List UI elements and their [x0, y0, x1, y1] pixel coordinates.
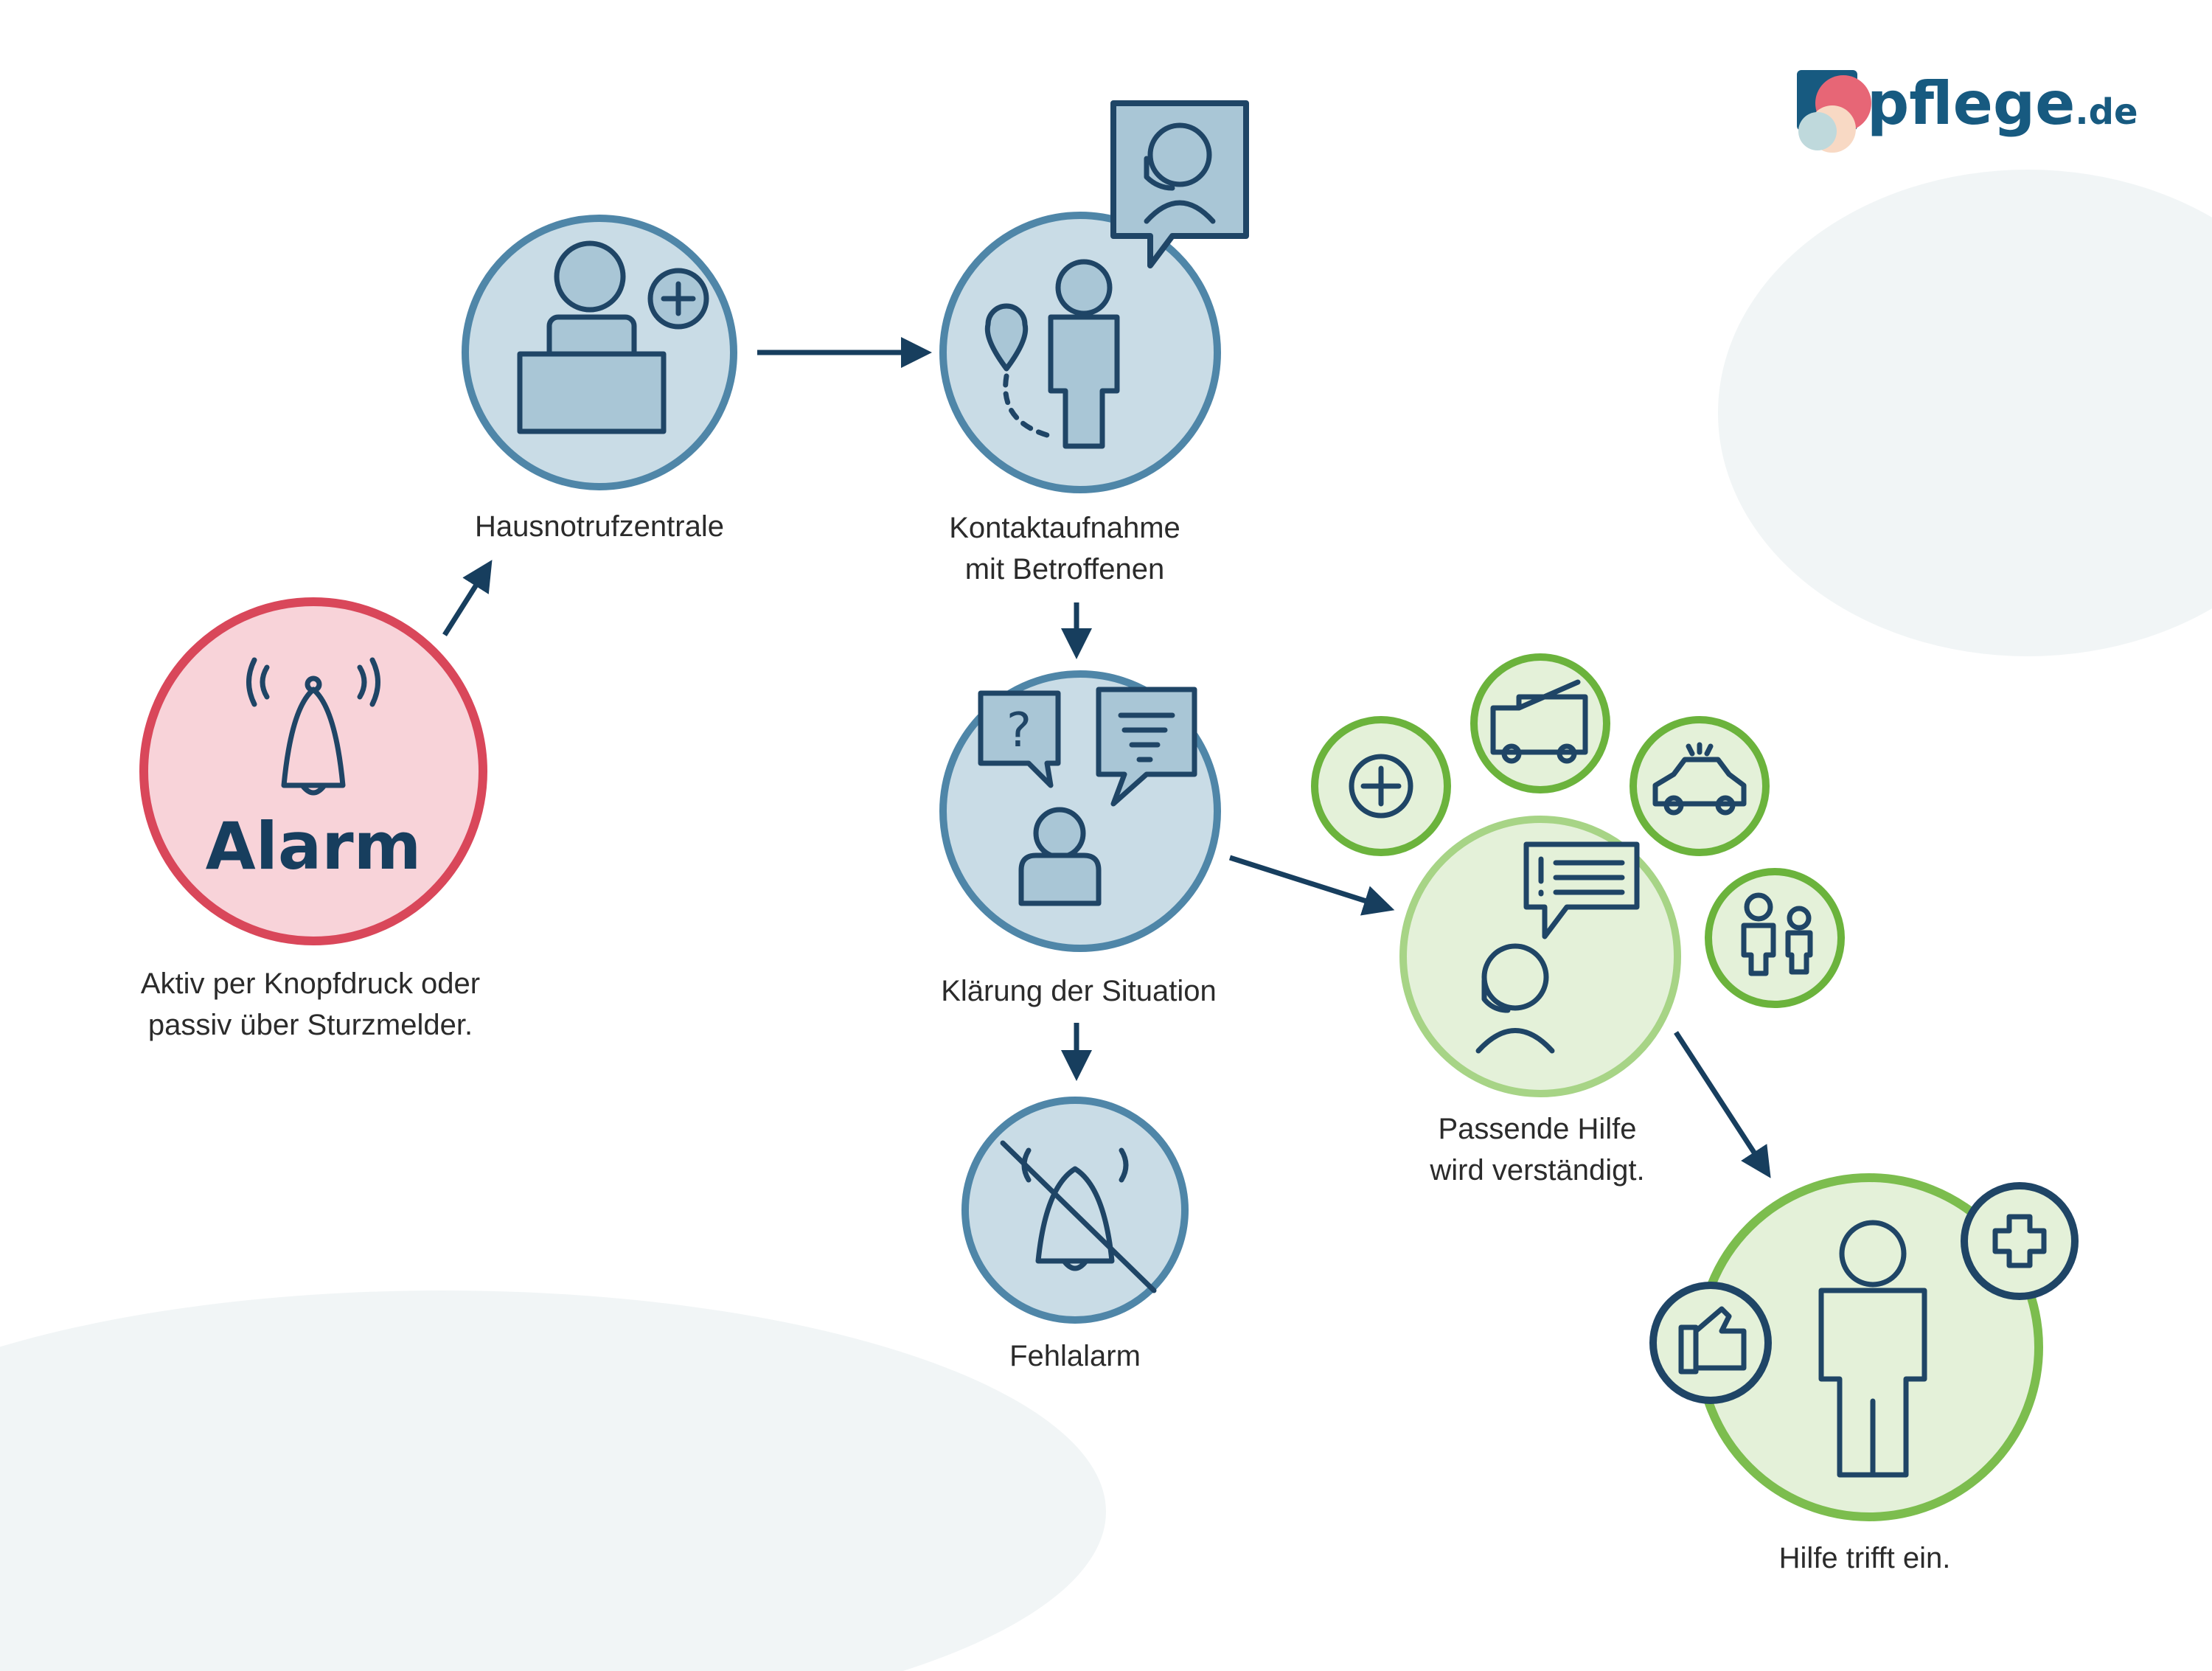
question-mark: ? [1006, 704, 1032, 758]
speech-bubble-operator-icon [1110, 100, 1249, 268]
arrow-alarm-to-zentrale [442, 560, 493, 636]
headset-operator-icon [1475, 943, 1555, 1054]
node-zentrale: Hausnotrufzentrale [462, 215, 737, 543]
logo-wordmark: pflege.de [1867, 69, 2138, 138]
medical-cross-icon [1961, 1182, 2079, 1300]
person-bust-icon [1018, 807, 1102, 906]
node-eintreffen: Hilfe trifft ein. [1649, 1173, 2079, 1574]
klaerung-label: Klärung der Situation [941, 975, 1217, 1007]
node-fehlalarm: Fehlalarm [961, 1097, 1189, 1372]
zentrale-label: Hausnotrufzentrale [475, 510, 724, 543]
node-kontakt: Kontaktaufnahme mit Betroffenen [939, 100, 1249, 586]
fehlalarm-label: Fehlalarm [1009, 1340, 1141, 1372]
arrow-hilfe-to-eintreffen [1674, 1031, 1771, 1178]
flow-arrows [442, 337, 1771, 1178]
eintreffen-label: Hilfe trifft ein. [1779, 1542, 1951, 1574]
fire-truck-icon [1470, 653, 1610, 793]
thumbs-up-icon [1649, 1282, 1772, 1404]
standing-person-icon [1818, 1220, 1927, 1478]
arrow-klaerung-to-hilfe [1228, 855, 1395, 916]
storm-bubble-icon [1096, 687, 1197, 807]
police-car-icon [1630, 716, 1770, 856]
medical-service-icon [1311, 716, 1451, 856]
alarm-title: Alarm [206, 808, 422, 884]
background-wash [0, 170, 2212, 1671]
hilfe-label-line2: wird verständigt. [1429, 1154, 1644, 1187]
hilfe-label-line1: Passende Hilfe [1438, 1113, 1636, 1145]
node-klaerung: ? Klärung der Situation [939, 670, 1221, 1007]
logo-text: pflege [1867, 69, 2075, 138]
family-people-icon [1705, 868, 1845, 1008]
ringing-bell-icon [246, 657, 380, 796]
alarm-desc-line1: Aktiv per Knopfdruck oder [141, 967, 480, 1000]
logo-suffix: .de [2075, 91, 2138, 133]
pflege-logo[interactable]: pflege.de [1797, 69, 2138, 153]
person-icon [1048, 259, 1120, 449]
node-hilfe: Passende Hilfe wird verständigt. [1311, 653, 1845, 1187]
node-alarm: Alarm Aktiv per Knopfdruck oder passiv ü… [139, 597, 487, 1041]
question-bubble-icon: ? [978, 690, 1061, 788]
bell-crossed-out-icon [1000, 1140, 1157, 1293]
operator-at-desk-icon [517, 240, 667, 434]
kontakt-label-line2: mit Betroffenen [965, 553, 1165, 586]
alarm-desc-line2: passiv über Sturzmelder. [148, 1009, 473, 1041]
medical-cross-icon [647, 268, 709, 330]
kontakt-label-line1: Kontaktaufnahme [949, 512, 1180, 544]
alert-message-bubble-icon [1523, 841, 1640, 939]
location-pin-icon [984, 303, 1050, 438]
